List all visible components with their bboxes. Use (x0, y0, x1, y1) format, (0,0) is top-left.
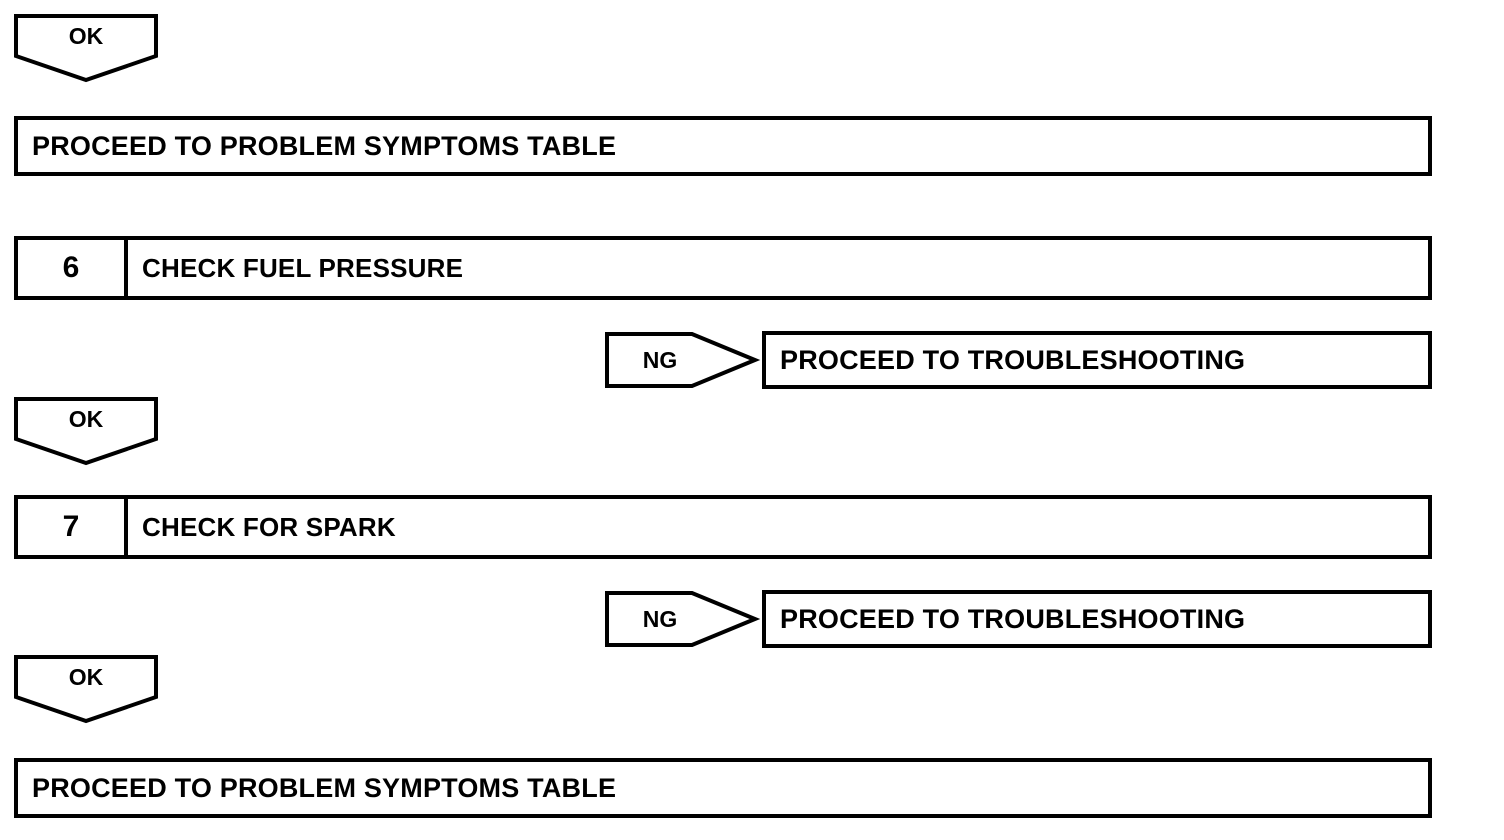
result-box-text: PROCEED TO PROBLEM SYMPTOMS TABLE (32, 772, 617, 803)
result-box-problem-symptoms-table-1: PROCEED TO PROBLEM SYMPTOMS TABLE (14, 116, 1432, 176)
ok-pentagon-shape (14, 397, 158, 466)
step-number-6: 6 (18, 240, 128, 296)
ok-marker-1: OK (14, 14, 158, 83)
step-title-6: CHECK FUEL PRESSURE (142, 253, 464, 283)
ng-marker-2: NG (605, 591, 761, 647)
ok-marker-2: OK (14, 397, 158, 466)
result-box-troubleshooting-2: PROCEED TO TROUBLESHOOTING (762, 590, 1432, 648)
step-box-7: 7 CHECK FOR SPARK (14, 495, 1432, 559)
ng-marker-1: NG (605, 332, 761, 388)
ok-marker-3: OK (14, 655, 158, 724)
result-box-text: PROCEED TO TROUBLESHOOTING (780, 344, 1246, 375)
step-box-6: 6 CHECK FUEL PRESSURE (14, 236, 1432, 300)
result-box-text: PROCEED TO PROBLEM SYMPTOMS TABLE (32, 130, 617, 161)
result-box-problem-symptoms-table-2: PROCEED TO PROBLEM SYMPTOMS TABLE (14, 758, 1432, 818)
ng-arrow-shape (605, 591, 761, 647)
ok-pentagon-shape (14, 14, 158, 83)
ng-arrow-shape (605, 332, 761, 388)
step-number-7: 7 (18, 499, 128, 555)
step-title-7: CHECK FOR SPARK (142, 512, 396, 542)
result-box-troubleshooting-1: PROCEED TO TROUBLESHOOTING (762, 331, 1432, 389)
ok-pentagon-shape (14, 655, 158, 724)
result-box-text: PROCEED TO TROUBLESHOOTING (780, 603, 1246, 634)
